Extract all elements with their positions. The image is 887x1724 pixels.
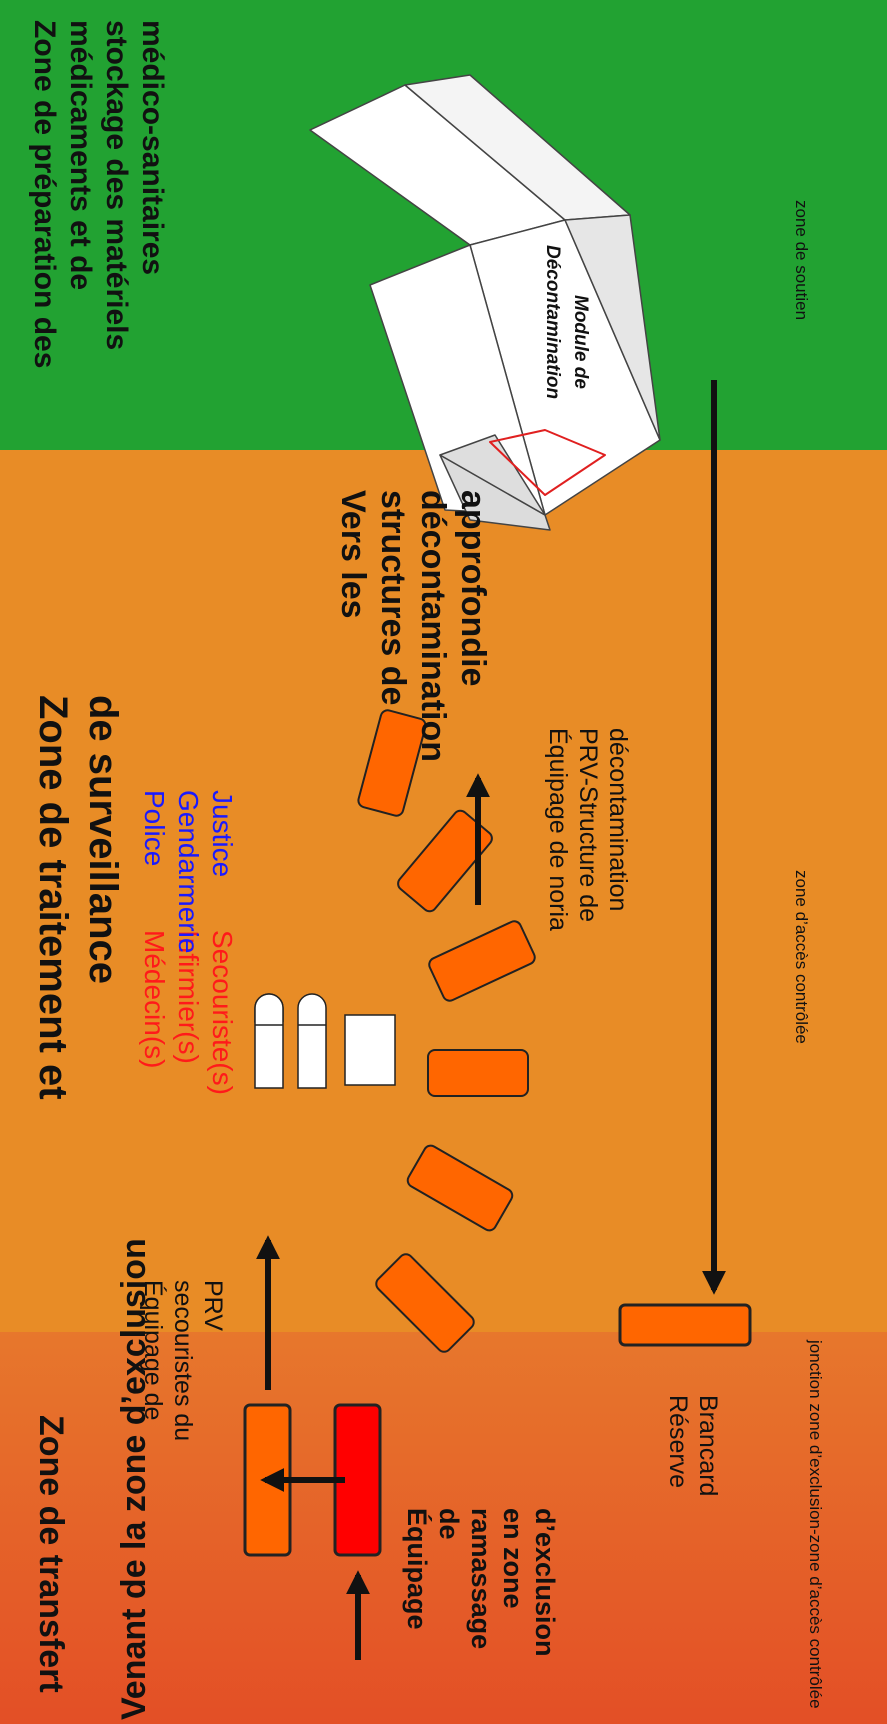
authorities-line-2: Gendarmerie [173,790,204,953]
support-zone-title-line-1: Zone de préparation des [28,20,61,368]
treatment-stretchers [357,709,536,1353]
stretcher-1 [357,709,427,817]
stretcher-3 [428,920,536,1002]
prv-rescuers-line-2: secouristes du [169,1280,197,1441]
authority-box [344,1014,396,1086]
deep-decon-line-4: approfondie [454,490,492,686]
stretcher-reserve-line-1: Réserve [664,1395,692,1488]
noria-crew-line-3: décontamination [604,728,632,911]
support-zone-title-line-2: médicaments et de [64,20,97,290]
prv-rescuers-line-1: Équipage de [139,1280,168,1420]
noria-crew-line-1: Équipage de noria [544,728,573,931]
noria-crew-line-2: PRV-Structure de [574,728,602,922]
flow-arrows [256,380,726,1660]
pickup-crew-line-4: en zone [498,1508,528,1609]
treatment-zone-title-line-1: Zone de traitement et [31,695,75,1100]
pickup-crew-line-3: ramassage [466,1508,496,1649]
support-zone-footer: zone de soutien [792,200,811,320]
module-label-line-2: Décontamination [542,245,563,399]
stretcher-6 [375,1253,475,1353]
module-label-line-1: Module de [570,295,591,389]
module-label: Module de Décontamination [542,245,591,399]
support-zone-title-line-3: stockage des matériels [100,20,133,350]
pickup-crew-line-5: d’exclusion [530,1508,560,1657]
pickup-crew-line-2: de [434,1508,464,1540]
treatment-zone-footer: zone d’accès contrôlée [792,870,811,1044]
deep-decon-line-1: Vers les [334,490,372,619]
medical-staff-line-2: Infirmier(s) [173,930,204,1064]
reserve-stretcher [618,1303,752,1347]
authority-figure-2 [297,993,327,1089]
deep-decon-line-3: décontamination [414,490,452,762]
authority-figures [254,993,396,1089]
support-zone-title-line-4: médico-sanitaires [136,20,169,275]
medical-staff-line-3: Secouriste(s) [207,930,238,1095]
stretcher-reserve-line-2: Brancard [694,1395,722,1496]
transfer-zone [0,1332,887,1724]
stretcher-5 [406,1144,514,1232]
authorities-line-3: Justice [207,790,238,877]
authorities-line-1: Police [139,790,170,866]
stretcher-4 [427,1049,529,1097]
pickup-crew-line-1: Équipage [402,1508,433,1630]
transfer-zone-footer: jonction zone d’exclusion-zone d’accès c… [806,1339,825,1709]
medical-staff-line-1: Médecin(s) [139,930,170,1068]
coming-from-exclusion: Venant de la zone d’exclusion [115,1238,153,1720]
transfer-zone-title: Zone de transfert [32,1415,70,1693]
prv-rescuers-line-3: PRV [199,1280,227,1331]
deep-decon-line-2: structures de [374,490,412,705]
treatment-zone-title-line-2: de surveillance [81,695,125,984]
decontamination-module: Module de Décontamination [309,74,661,531]
